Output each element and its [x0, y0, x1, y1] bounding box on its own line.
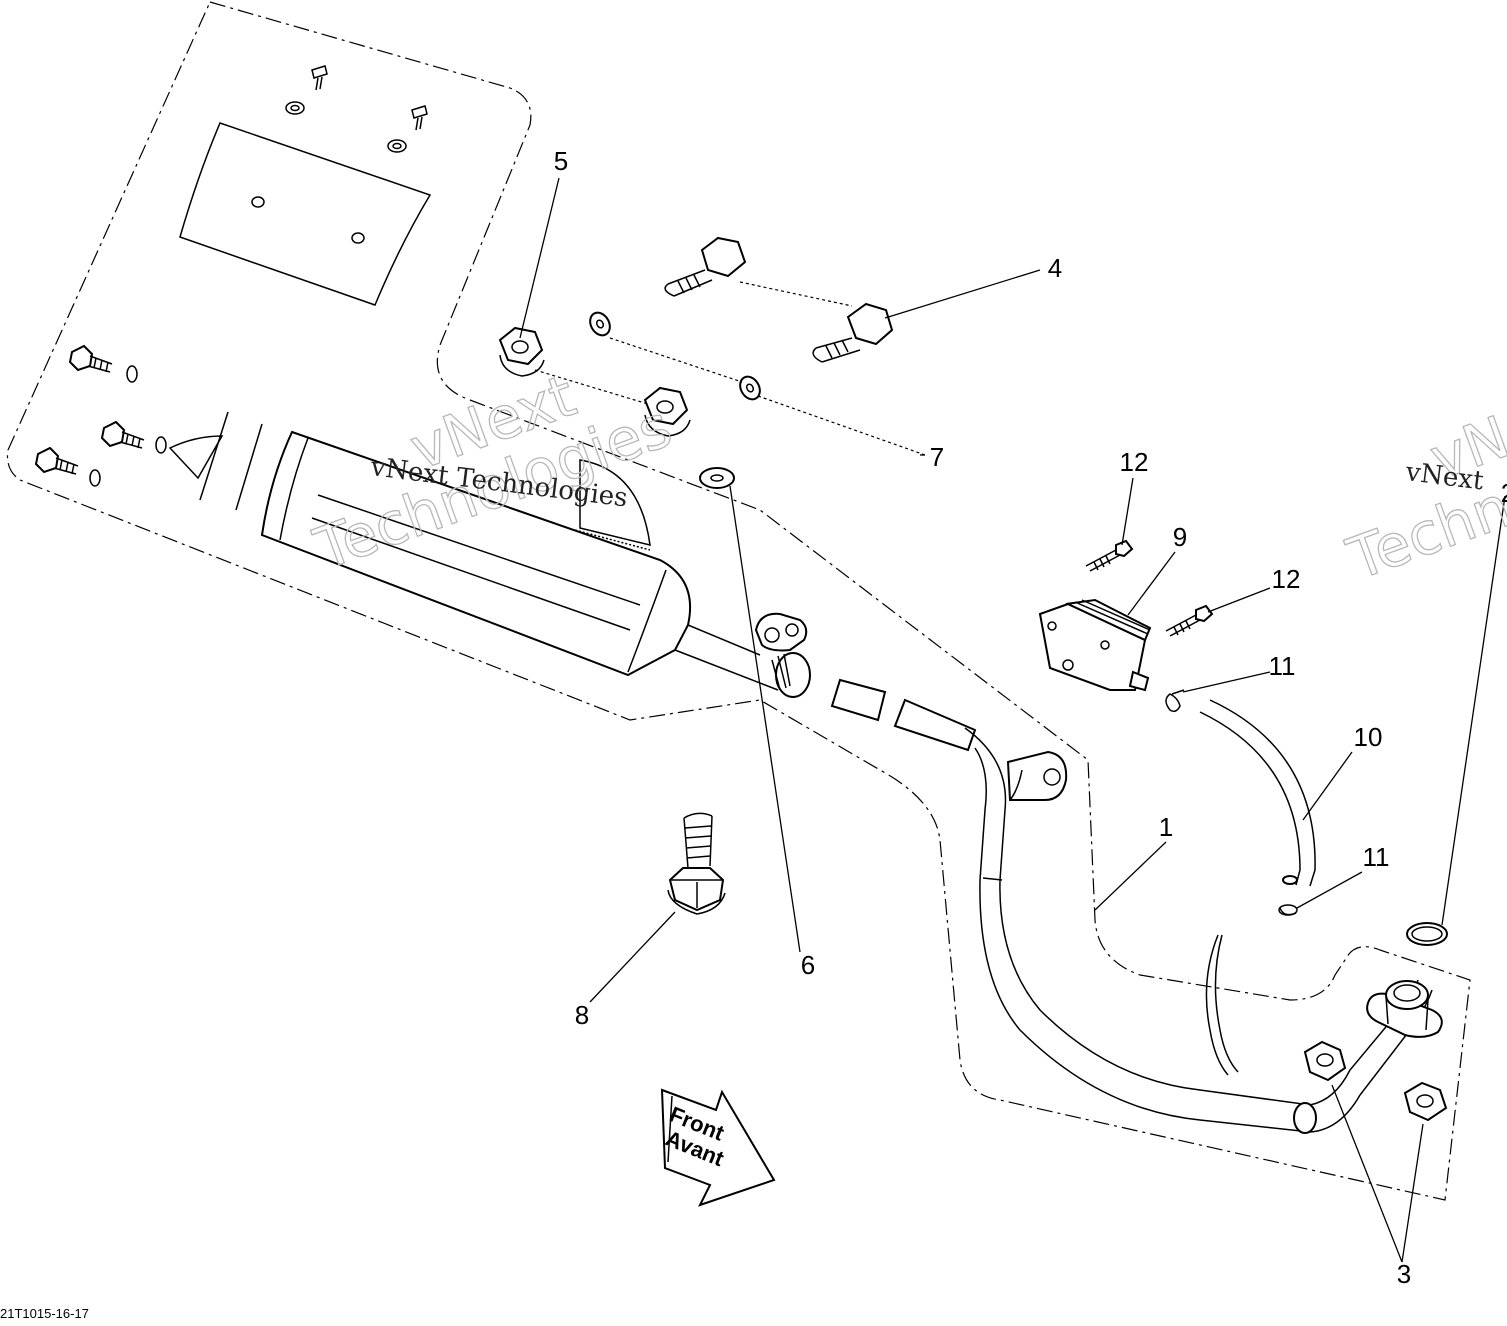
- callout-7: 7: [930, 442, 944, 472]
- callout-labels: 1 2 3 4 5 6 7 8 9 10 11 11 12 12: [554, 146, 1507, 1289]
- assembly-outlines: [6, 1, 1471, 1201]
- flange-nut-5-lower: [643, 386, 691, 437]
- washer-6: [699, 467, 735, 489]
- watermark-right: vN Techn vNext: [1338, 402, 1507, 594]
- exhaust-gasket: [1406, 922, 1448, 946]
- bolt-4-upper: [664, 236, 747, 297]
- washer-7-lower: [739, 375, 761, 401]
- callout-6: 6: [801, 950, 815, 980]
- sensor-module: [1038, 598, 1152, 692]
- flange-nut-5-upper: [498, 326, 545, 377]
- muffler-bracket-left: [168, 411, 263, 511]
- flange-nut-2: [1403, 1081, 1448, 1122]
- heat-shield-screw-top-2: [387, 105, 428, 153]
- exhaust-clamp: [754, 612, 811, 698]
- screw-12-upper: [1085, 539, 1134, 572]
- screw-12-lower: [1165, 604, 1214, 637]
- hose-clip-lower: [1278, 904, 1298, 916]
- callout-2: 2: [1501, 478, 1507, 508]
- exhaust-sleeve-2: [893, 698, 977, 752]
- assembly-guide-lines: [534, 281, 926, 456]
- muffler: [260, 430, 779, 691]
- heat-shield-screw-top-1: [285, 65, 328, 115]
- callout-3: 3: [1397, 1259, 1411, 1289]
- callout-1: 1: [1159, 812, 1173, 842]
- washer-7-upper: [589, 311, 611, 337]
- heat-shield-group-outline: [6, 1, 1471, 1201]
- muffler-bolt-left-2: [100, 420, 167, 454]
- hose-clip-upper: [1165, 689, 1185, 713]
- callout-8: 8: [575, 1000, 589, 1030]
- flange-nut-1: [1303, 1040, 1347, 1082]
- callout-12-upper: 12: [1120, 447, 1149, 477]
- callout-4: 4: [1048, 253, 1062, 283]
- callout-11-upper: 11: [1269, 651, 1296, 681]
- leader-lines: [519, 177, 1506, 1263]
- heat-shield-plate: [179, 122, 432, 306]
- muffler-bolt-left-1: [68, 344, 138, 383]
- exhaust-flange: [1366, 980, 1443, 1038]
- vent-hose: [1199, 699, 1316, 887]
- callout-10: 10: [1354, 722, 1383, 752]
- header-pipe: [964, 727, 1433, 1134]
- callout-9: 9: [1173, 522, 1187, 552]
- exhaust-sleeve-1: [830, 678, 887, 722]
- bolt-4-lower: [812, 302, 894, 363]
- callout-12-lower: 12: [1272, 564, 1301, 594]
- callout-5: 5: [554, 146, 568, 176]
- reference-code: 21T1015-16-17: [0, 1306, 89, 1321]
- front-direction-arrow: Front Avant: [660, 1088, 776, 1207]
- bolt-8: [667, 812, 726, 915]
- callout-11-lower: 11: [1363, 842, 1390, 872]
- muffler-bolt-left-3: [34, 446, 101, 487]
